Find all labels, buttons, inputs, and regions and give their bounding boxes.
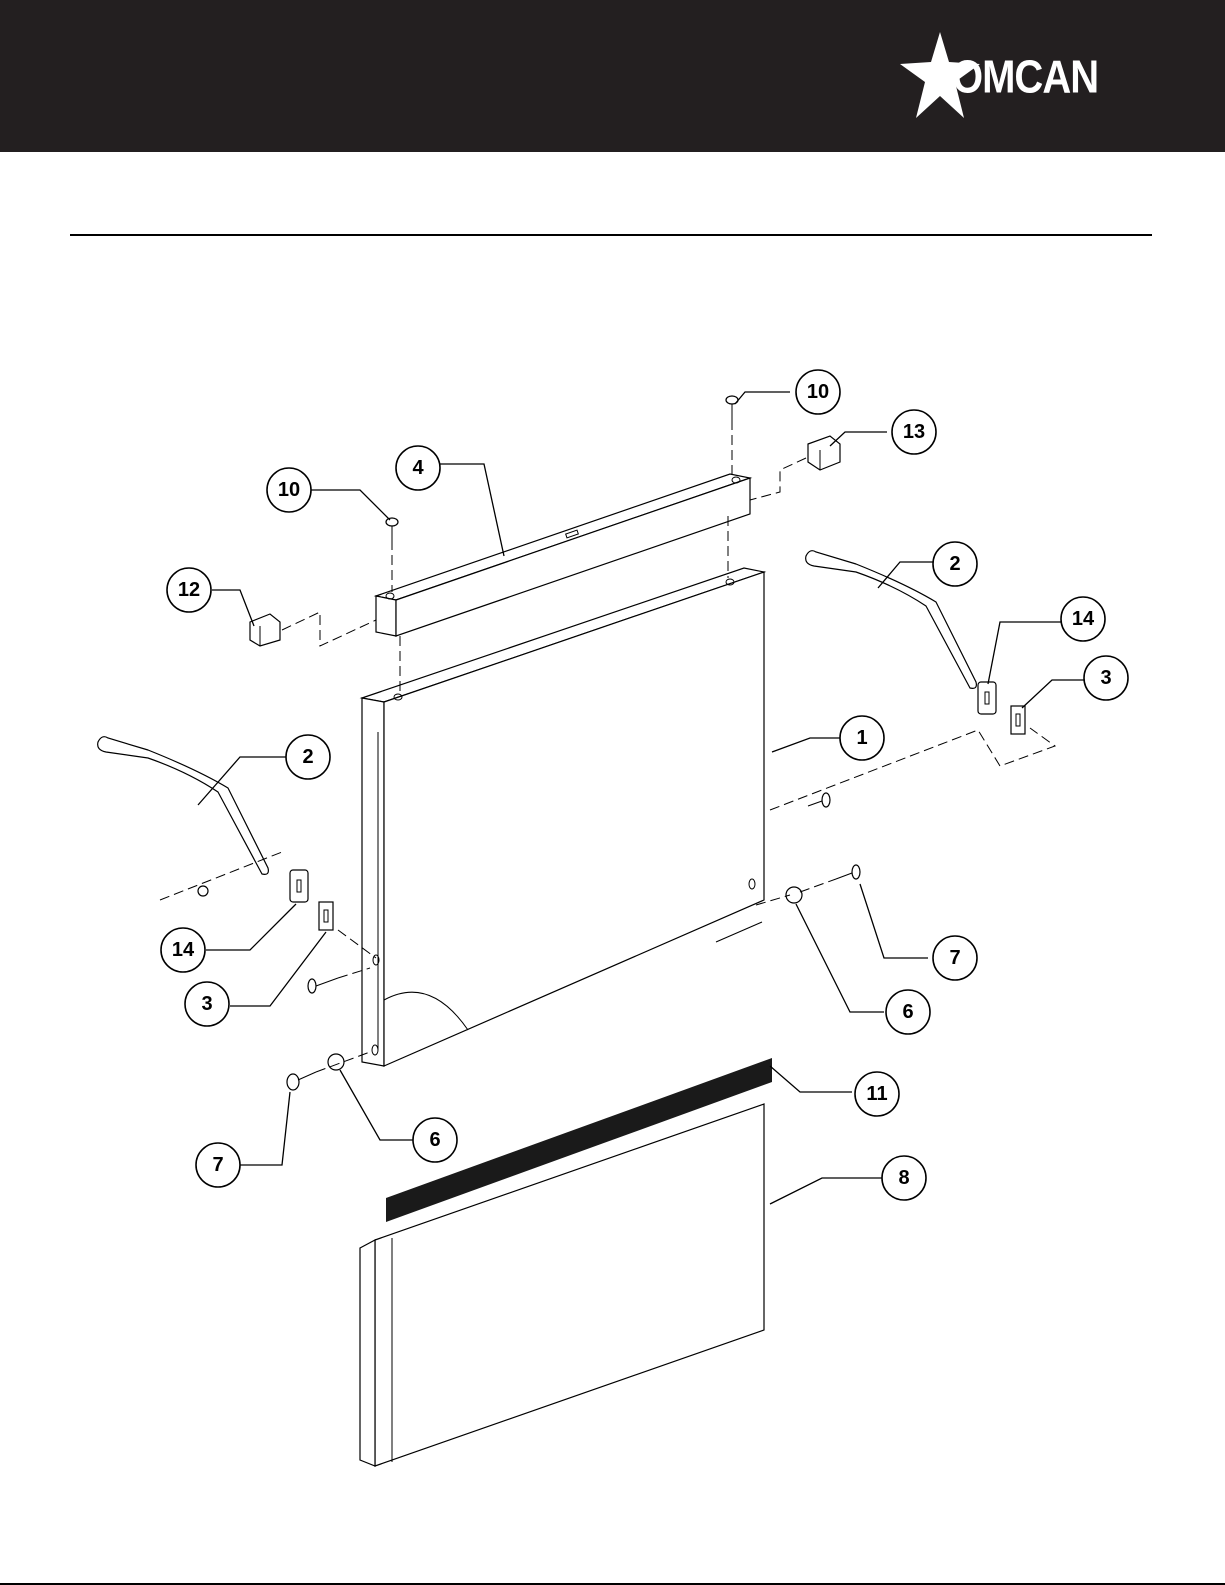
callout-label: 3: [1100, 667, 1111, 689]
callout-14-right: 14: [1061, 597, 1105, 641]
callout-1: 1: [840, 716, 884, 760]
callout-7-left: 7: [196, 1143, 240, 1187]
screw-left-low: [287, 1072, 316, 1090]
callout-6-right: 6: [886, 990, 930, 1034]
callout-2-left: 2: [286, 735, 330, 779]
callout-label: 6: [902, 1001, 913, 1023]
callout-7-right: 7: [933, 936, 977, 980]
callout-3-right: 3: [1084, 656, 1128, 700]
callout-label: 2: [949, 553, 960, 575]
callout-11: 11: [855, 1072, 899, 1116]
callout-14-left: 14: [161, 928, 205, 972]
callout-2-right: 2: [933, 542, 977, 586]
callout-label: 14: [1072, 608, 1095, 630]
end-cap-left: [250, 614, 280, 646]
callout-label: 2: [302, 746, 313, 768]
bracket-right: [978, 682, 996, 714]
kick-plate: [360, 1104, 764, 1466]
screw-left-mid: [308, 978, 338, 993]
callout-label: 7: [949, 947, 960, 969]
callout-label: 12: [178, 579, 200, 601]
callout-label: 10: [807, 381, 829, 403]
callout-3-left: 3: [185, 982, 229, 1026]
callout-10-top: 10: [796, 370, 840, 414]
callout-label: 8: [898, 1167, 909, 1189]
callout-6-left: 6: [413, 1118, 457, 1162]
door-panel: [362, 568, 764, 1066]
bushing-left: [328, 1054, 344, 1070]
callout-label: 14: [172, 939, 195, 961]
screw-right-mid: [808, 793, 830, 807]
screw-top-right: [726, 396, 738, 420]
screw-top-left: [386, 518, 398, 540]
callout-10-left: 10: [267, 468, 311, 512]
callout-label: 1: [856, 727, 867, 749]
callout-label: 7: [212, 1154, 223, 1176]
callout-4: 4: [396, 446, 440, 490]
screw-right-low: [836, 865, 860, 879]
callout-label: 11: [866, 1083, 887, 1105]
callout-label: 10: [278, 479, 300, 501]
callout-label: 6: [429, 1129, 440, 1151]
bracket-left: [290, 870, 308, 902]
callout-label: 4: [412, 457, 424, 479]
callout-12: 12: [167, 568, 211, 612]
callout-8: 8: [882, 1156, 926, 1200]
spacer-right: [1011, 706, 1025, 734]
nut-left: [198, 886, 208, 896]
spacer-left: [319, 902, 333, 930]
callout-13: 13: [892, 410, 936, 454]
callout-label: 13: [903, 421, 925, 443]
callout-label: 3: [201, 993, 212, 1015]
